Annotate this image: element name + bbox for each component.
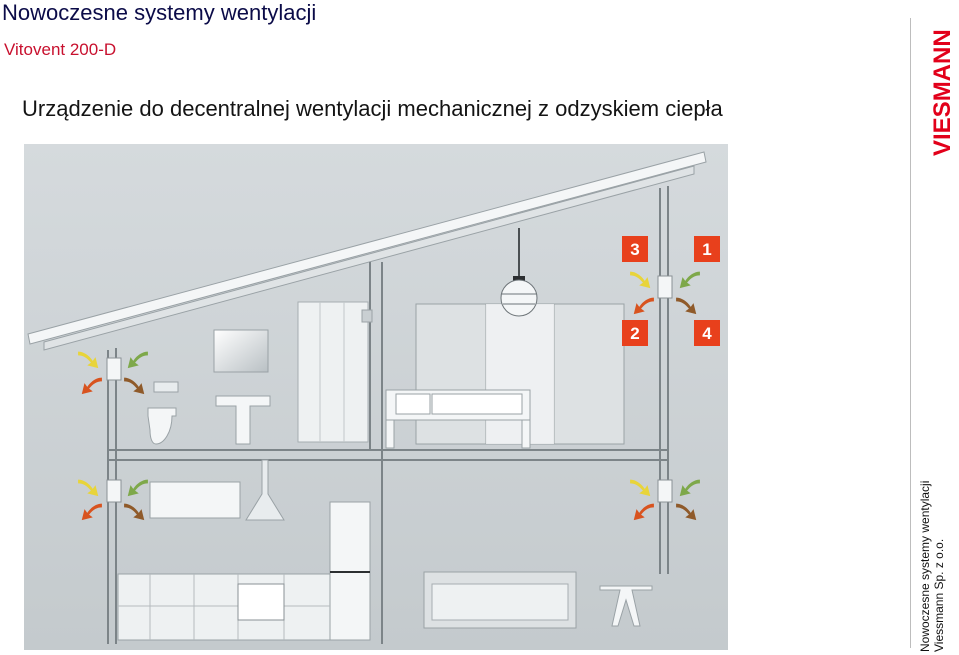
bedroom (385, 303, 625, 449)
svg-text:2: 2 (630, 324, 639, 343)
badge-1: 1 (694, 236, 720, 262)
oven (237, 583, 285, 621)
building-walls (107, 186, 669, 644)
page-title: Nowoczesne systemy wentylacji (2, 0, 317, 25)
kitchen (117, 459, 371, 641)
side-table (599, 585, 653, 627)
footer-line-2: Viessmann Sp. z o.o. (932, 538, 946, 652)
range-hood (245, 459, 285, 521)
slide-description: Urządzenie do decentralnej wentylacji me… (22, 96, 723, 121)
svg-text:1: 1 (702, 240, 711, 259)
vent-unit-bathroom (106, 357, 122, 381)
vent-unit-bedroom (657, 275, 673, 299)
flush-button (153, 381, 179, 393)
badge-2: 2 (622, 320, 648, 346)
svg-text:4: 4 (702, 324, 712, 343)
bathroom (147, 329, 271, 445)
mirror (213, 329, 269, 373)
wall-cabinet (149, 481, 241, 519)
ceiling-lamp (500, 228, 538, 317)
vent-unit-kitchen (106, 479, 122, 503)
toilet (147, 407, 177, 445)
footer: Nowoczesne systemy wentylacji Viessmann … (918, 481, 946, 652)
vent-units (106, 275, 673, 503)
blanket (431, 393, 523, 415)
pillow (395, 393, 431, 415)
footer-line-1: Nowoczesne systemy wentylacji (918, 480, 932, 652)
product-subtitle: Vitovent 200-D (4, 40, 117, 59)
right-divider (910, 18, 911, 648)
viessmann-logo: VIESMANN (910, 10, 958, 160)
shower (297, 301, 373, 443)
svg-text:3: 3 (630, 240, 639, 259)
washbasin (215, 395, 271, 445)
vent-unit-living (657, 479, 673, 503)
logo-text: VIESMANN (929, 29, 956, 156)
shower-head (361, 309, 373, 323)
roof (27, 151, 707, 351)
living-room (423, 571, 653, 629)
badge-3: 3 (622, 236, 648, 262)
house-ventilation-diagram: 3 1 2 4 (24, 144, 728, 650)
kitchen-counter (117, 573, 331, 641)
badge-4: 4 (694, 320, 720, 346)
